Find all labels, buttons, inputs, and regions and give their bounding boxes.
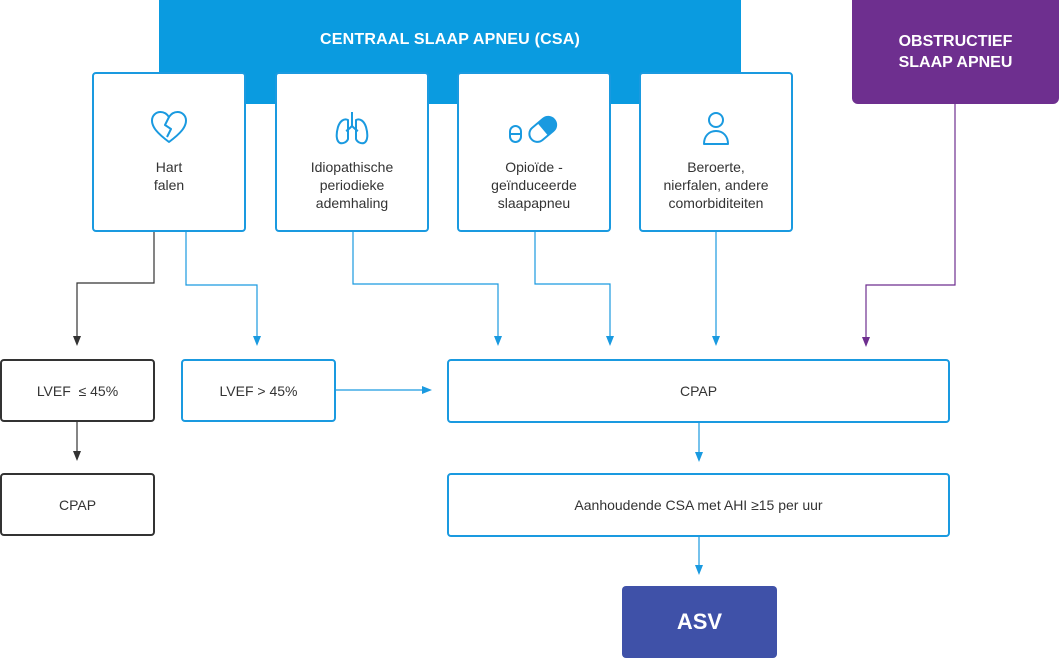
cause-comorbid-line3: comorbiditeiten (668, 195, 764, 211)
cpap-left-box: CPAP (0, 473, 155, 536)
asv-label: ASV (676, 609, 723, 634)
cause-comorbid-line1: Beroerte, (687, 159, 745, 175)
cause-idiopathic-line2: periodieke (319, 177, 385, 193)
cpap-main-label: CPAP (679, 383, 718, 399)
connector-osa-to-cpap (862, 104, 956, 347)
cause-heart-line2: falen (153, 177, 185, 193)
heart-icon (151, 111, 187, 143)
cause-opioid-line3: slaapapneu (497, 195, 571, 211)
cause-opioid-line2: geïnduceerde (491, 177, 577, 193)
cpap-left-label: CPAP (58, 496, 97, 513)
connector-heart-to-lvef-low (73, 232, 155, 346)
cpap-main-box: CPAP (447, 359, 950, 423)
persistent-csa-box: Aanhoudende CSA met AHI ≥15 per uur (447, 473, 950, 537)
pills-icon (509, 115, 558, 143)
cause-idiopathic-line3: ademhaling (315, 195, 389, 211)
cause-heart-line1: Hart (155, 159, 183, 175)
cause-opioid-line1: Opioïde - (505, 159, 563, 175)
cause-card-idiopathic: Idiopathische periodieke ademhaling (275, 72, 429, 232)
cause-card-opioid: Opioïde - geïnduceerde slaapapneu (457, 72, 611, 232)
person-icon (703, 112, 729, 145)
lvef-low-label: LVEF ≤ 45% (36, 382, 119, 399)
cause-card-heart-failure: Hart falen (92, 72, 246, 232)
lvef-low-box: LVEF ≤ 45% (0, 359, 155, 422)
osa-banner-title-line2: SLAAP APNEU (898, 54, 1013, 71)
csa-banner-title: CENTRAAL SLAAP APNEU (CSA) (319, 31, 581, 48)
asv-box: ASV (622, 586, 777, 658)
cause-comorbid-line2: nierfalen, andere (663, 177, 769, 193)
connector-opioid-to-cpap (534, 232, 614, 346)
cause-idiopathic-line1: Idiopathische (310, 159, 394, 175)
cause-card-comorbidities: Beroerte, nierfalen, andere comorbiditei… (639, 72, 793, 232)
connector-heart-to-lvef-high (185, 232, 261, 346)
osa-banner: OBSTRUCTIEF SLAAP APNEU (852, 0, 1059, 104)
lvef-high-label: LVEF > 45% (219, 382, 298, 399)
lvef-high-box: LVEF > 45% (181, 359, 336, 422)
persistent-csa-label: Aanhoudende CSA met AHI ≥15 per uur (574, 497, 823, 513)
connector-idiopathic-to-cpap (352, 232, 502, 346)
lungs-icon (335, 112, 369, 145)
osa-banner-title-line1: OBSTRUCTIEF (898, 33, 1013, 50)
